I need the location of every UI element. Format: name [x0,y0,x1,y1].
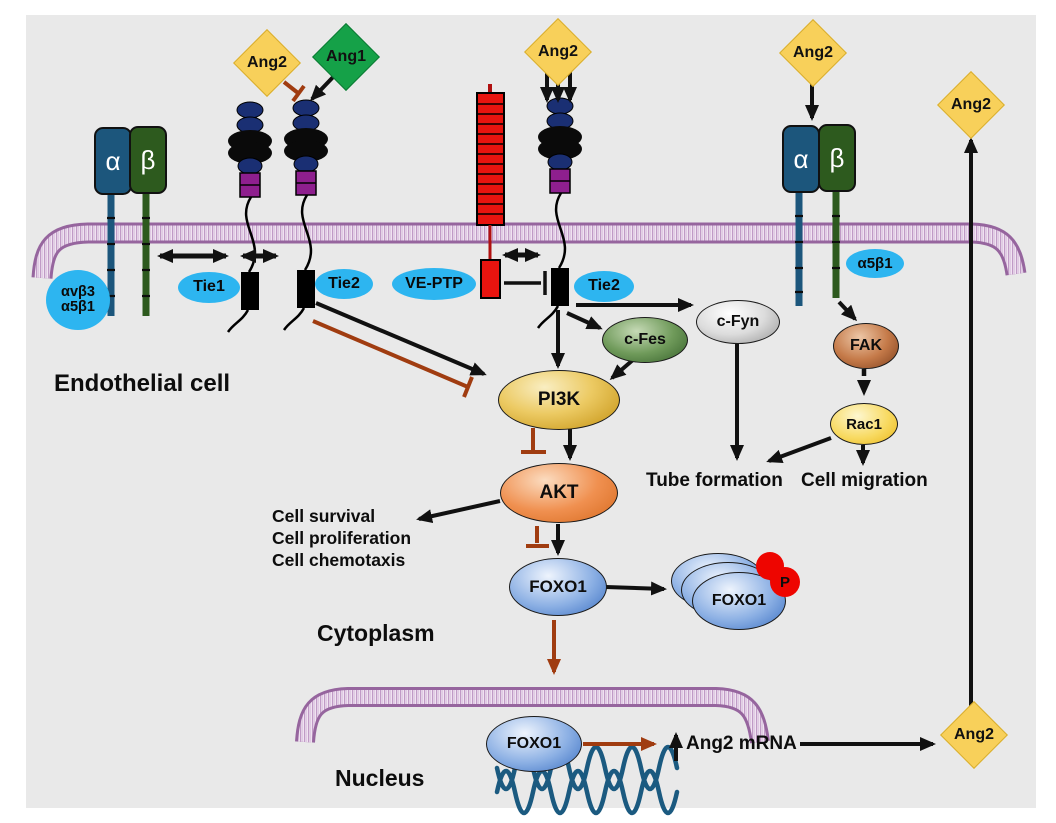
rac1-label: Rac1 [846,415,882,433]
akt-node: AKT [500,463,618,523]
ve-ptp-bubble: VE-PTP [392,268,476,300]
phosphate-label: P [779,573,790,591]
ang2-label: Ang2 [247,54,287,71]
integrin-beta-left: β [129,126,167,194]
tie2-receptor-left [282,98,330,332]
integrin-tails [107,187,840,316]
alpha-label: α [105,145,121,176]
a5b1-label: α5β1 [61,299,95,315]
c-fyn-label: c-Fyn [716,313,760,330]
avb3-label: αvβ3 [61,284,95,301]
ve-ptp-label: VE-PTP [405,274,463,292]
c-fes-label: c-Fes [624,331,666,348]
ang2-label: Ang2 [954,726,994,743]
tie2-label: Tie2 [588,277,620,295]
ang2-label: Ang2 [951,96,991,113]
integrin-beta-right: β [818,124,856,192]
tie1-label: Tie1 [193,278,225,296]
a5b1-label: α5β1 [857,254,893,272]
tube-formation-label: Tube formation [646,470,783,491]
akt-outcome-cell-chemotaxis: Cell chemotaxis [272,550,406,570]
tie1-bubble: Tie1 [178,272,240,303]
foxo1-nucleus-node: FOXO1 [486,716,582,772]
akt-label: AKT [539,482,579,503]
integrin-right-bubble: α5β1 [846,249,904,278]
c-fyn-node: c-Fyn [696,300,780,344]
ang2-label: Ang2 [793,44,833,61]
alpha-label: α [793,143,809,174]
nucleus-label: Nucleus [335,765,425,791]
akt-outcome-cell-survival: Cell survival [272,506,376,526]
endothelial-cell-label: Endothelial cell [54,370,231,397]
tie2-label: Tie2 [328,274,360,292]
rac1-node: Rac1 [830,403,898,445]
phosphate-blob: P [770,567,800,597]
pi3k-node: PI3K [498,370,620,430]
beta-label: β [140,144,156,175]
integrin-alpha-right: α [782,125,820,193]
c-fes-node: c-Fes [602,317,688,363]
foxo1-label: FOXO1 [711,592,767,609]
fak-node: FAK [833,323,899,369]
foxo1-label: FOXO1 [506,735,562,752]
foxo1-cytoplasm-node: FOXO1 [509,558,607,616]
foxo1-label: FOXO1 [529,577,587,596]
integrin-alpha-left: α [94,127,132,195]
akt-outcome-cell-proliferation: Cell proliferation [272,528,412,548]
ve-ptp-receptor [476,84,505,299]
inhibition-arrows [282,80,657,751]
fak-label: FAK [850,337,882,354]
pi3k-label: PI3K [537,389,581,410]
tie2-left-bubble: Tie2 [315,269,373,299]
tie2-center-bubble: Tie2 [574,271,634,302]
cytoplasm-label: Cytoplasm [317,620,435,646]
cell-migration-label: Cell migration [801,470,928,491]
ang2-label: Ang2 [538,43,578,60]
ang2-mrna-label: Ang2 mRNA [686,733,797,754]
cell-membrane [31,222,1027,279]
integrin-left-bubble: αvβ3 α5β1 [46,270,110,330]
nuclear-membrane [295,687,770,744]
tie1-receptor [226,100,274,334]
ang1-label: Ang1 [326,48,366,65]
beta-label: β [829,142,845,173]
